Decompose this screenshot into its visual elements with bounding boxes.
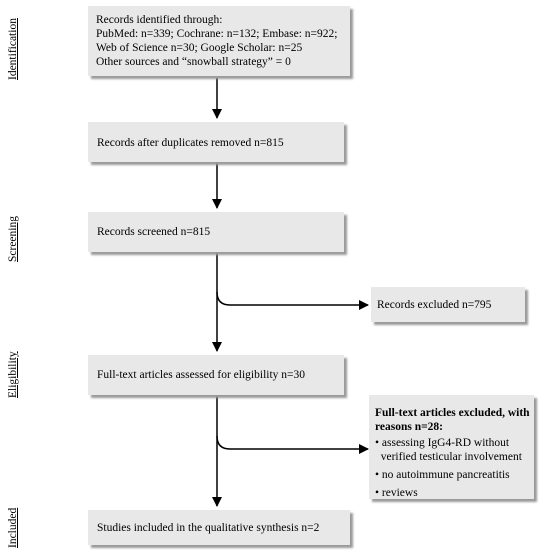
records-excluded-text: Records excluded n=795 [377, 299, 492, 311]
records-identified-line-4: Other sources and “snowball strategy” = … [96, 56, 291, 68]
records-identified-line-1: Records identified through: [96, 14, 223, 26]
arrow-fulltext-to-fulltext-excluded [216, 435, 369, 454]
arrow-screened-to-excluded [216, 291, 369, 310]
fulltext-excluded-reason-3: • no autoimmune pancreatitis [375, 469, 510, 481]
studies-included-box: Studies included in the qualitative synt… [88, 510, 350, 545]
records-screened-text: Records screened n=815 [97, 226, 211, 238]
records-identified-line-2: PubMed: n=339; Cochrane: n=132; Embase: … [96, 28, 338, 40]
fulltext-assessed-text: Full-text articles assessed for eligibil… [97, 369, 306, 381]
fulltext-excluded-reason-2: verified testicular involvement [375, 451, 522, 463]
fulltext-excluded-heading-line-2: reasons n=28: [375, 421, 444, 433]
studies-included-text: Studies included in the qualitative synt… [97, 522, 320, 534]
fulltext-excluded-heading-line-1: Full-text articles excluded, with [375, 407, 530, 419]
records-identified-line-3: Web of Science n=30; Google Scholar: n=2… [96, 42, 303, 54]
fulltext-excluded-box: Full-text articles excluded, with reason… [369, 395, 534, 499]
duplicates-removed-text: Records after duplicates removed n=815 [97, 137, 284, 149]
fulltext-assessed-box: Full-text articles assessed for eligibil… [88, 355, 344, 395]
fulltext-excluded-reason-4: • reviews [375, 487, 418, 499]
records-screened-box: Records screened n=815 [88, 212, 344, 252]
fulltext-excluded-reason-1: • assessing IgG4-RD without [375, 437, 510, 449]
records-identified-box: Records identified through: PubMed: n=33… [88, 6, 350, 76]
records-excluded-box: Records excluded n=795 [371, 287, 525, 322]
duplicates-removed-box: Records after duplicates removed n=815 [88, 122, 344, 162]
